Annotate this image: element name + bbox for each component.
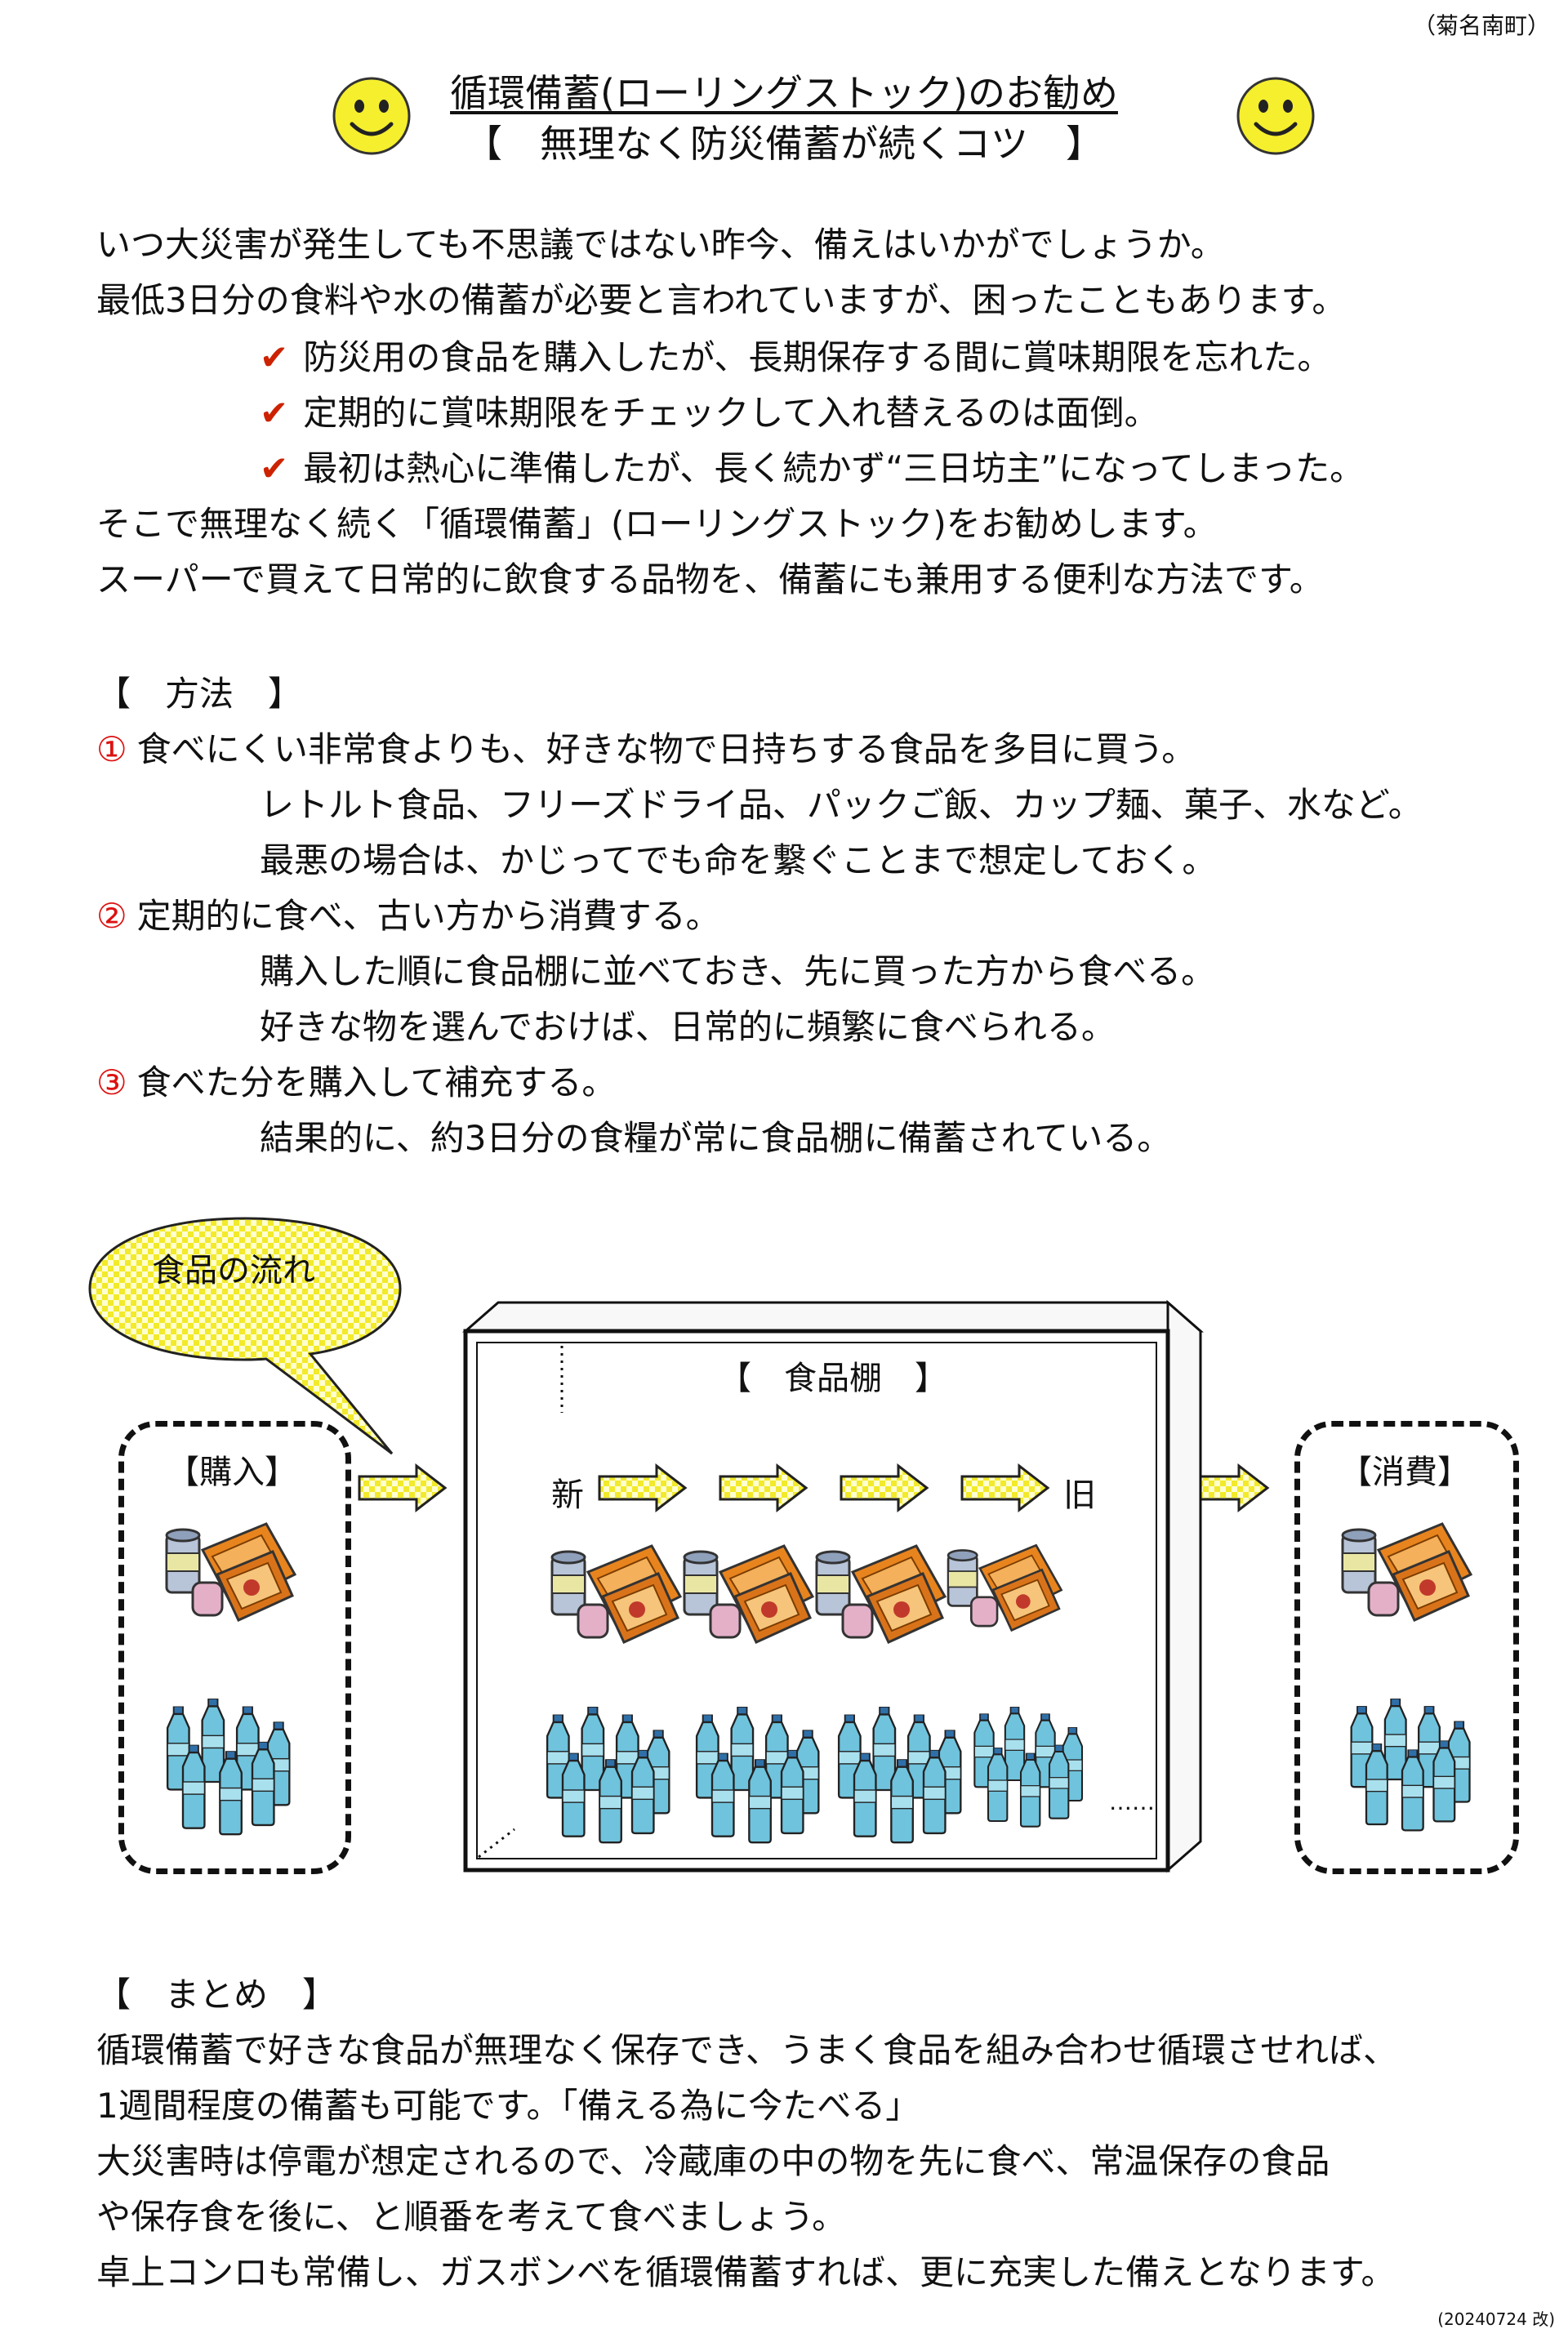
arrow-right-icon — [598, 1463, 688, 1512]
shelf-ellipsis: …… — [1109, 1788, 1155, 1815]
check-icon: ✔ — [260, 337, 289, 377]
water-bottles-icon — [826, 1707, 965, 1846]
check-icon: ✔ — [260, 448, 289, 488]
speech-bubble — [88, 1217, 402, 1455]
canned-food-icon — [546, 1539, 684, 1654]
canned-food-icon — [678, 1539, 817, 1654]
arrow-right-icon — [840, 1463, 929, 1512]
water-bottles-icon — [535, 1707, 674, 1846]
consume-box — [1294, 1421, 1519, 1874]
intro-line: いつ大災害が発生しても不思議ではない昨今、備えはいかがでしょうか。 — [96, 225, 1225, 265]
arrow-right-icon — [358, 1463, 448, 1512]
check-item: ✔防災用の食品を購入したが、長期保存する間に賞味期限を忘れた。 — [260, 337, 1332, 377]
arrow-right-icon — [719, 1463, 808, 1512]
purchase-box — [118, 1421, 351, 1874]
canned-food-icon — [160, 1517, 299, 1632]
method-heading: 【 方法 】 — [96, 674, 303, 714]
water-bottles-icon — [684, 1707, 823, 1846]
arrow-right-icon — [960, 1463, 1050, 1512]
summary-line: や保存食を後に、と順番を考えて食べましょう。 — [96, 2197, 847, 2237]
step-detail: 最悪の場合は、かじってでも命を繋ぐことまで想定しておく。 — [260, 840, 1217, 880]
summary-heading: 【 まとめ 】 — [96, 1975, 337, 2015]
bubble-label: 食品の流れ — [152, 1252, 315, 1289]
purchase-label: 【購入】 — [167, 1454, 297, 1491]
canned-food-icon — [810, 1539, 949, 1654]
intro-line: そこで無理なく続く「循環備蓄」(ローリングストック)をお勧めします。 — [96, 504, 1218, 544]
check-icon: ✔ — [260, 393, 289, 433]
summary-line: 大災害時は停電が想定されるので、冷蔵庫の中の物を先に食べ、常温保存の食品 — [96, 2141, 1330, 2181]
water-bottles-icon — [964, 1707, 1086, 1829]
summary-line: 卓上コンロも常備し、ガスボンベを循環備蓄すれば、更に充実した備えとなります。 — [96, 2252, 1396, 2292]
step-detail: レトルト食品、フリーズドライ品、パックご飯、カップ麺、菓子、水など。 — [260, 785, 1423, 825]
check-item: ✔最初は熱心に準備したが、長く続かず“三日坊主”になってしまった。 — [260, 448, 1365, 488]
water-bottles-icon — [1339, 1699, 1474, 1833]
location-label: （菊名南町） — [1412, 12, 1550, 39]
step-detail: 結果的に、約3日分の食糧が常に食品棚に備蓄されている。 — [260, 1118, 1172, 1158]
intro-line: 最低3日分の食料や水の備蓄が必要と言われていますが、困ったこともあります。 — [96, 280, 1347, 320]
consume-label: 【消費】 — [1339, 1454, 1470, 1491]
step-number: ③ — [96, 1062, 127, 1102]
step-number: ① — [96, 729, 127, 769]
summary-line: 循環備蓄で好きな食品が無理なく保存でき、うまく食品を組み合わせ循環させれば、 — [96, 2030, 1398, 2070]
revision-date: (20240724 改) — [1437, 2309, 1555, 2329]
step-detail: 好きな物を選んでおけば、日常的に頻繁に食べられる。 — [260, 1007, 1116, 1047]
page-subtitle: 【 無理なく防災備蓄が続くコツ 】 — [465, 122, 1103, 166]
page-title: 循環備蓄(ローリングストック)のお勧め — [450, 71, 1118, 115]
check-item: ✔定期的に賞味期限をチェックして入れ替えるのは面倒。 — [260, 393, 1159, 433]
new-label: 新 — [551, 1476, 584, 1514]
canned-food-icon — [942, 1539, 1065, 1641]
old-label: 旧 — [1063, 1476, 1096, 1514]
summary-line: 1週間程度の備蓄も可能です。「備える為に今たべる」 — [96, 2086, 920, 2126]
step-number: ② — [96, 896, 127, 936]
step-detail: 購入した順に食品棚に並べておき、先に買った方から食べる。 — [260, 951, 1216, 991]
food-shelf — [462, 1299, 1204, 1873]
water-bottles-icon — [155, 1699, 294, 1837]
canned-food-icon — [1336, 1517, 1475, 1632]
intro-line: スーパーで買えて日常的に飲食する品物を、備蓄にも兼用する便利な方法です。 — [96, 559, 1324, 599]
shelf-label: 【 食品棚 】 — [719, 1360, 947, 1397]
